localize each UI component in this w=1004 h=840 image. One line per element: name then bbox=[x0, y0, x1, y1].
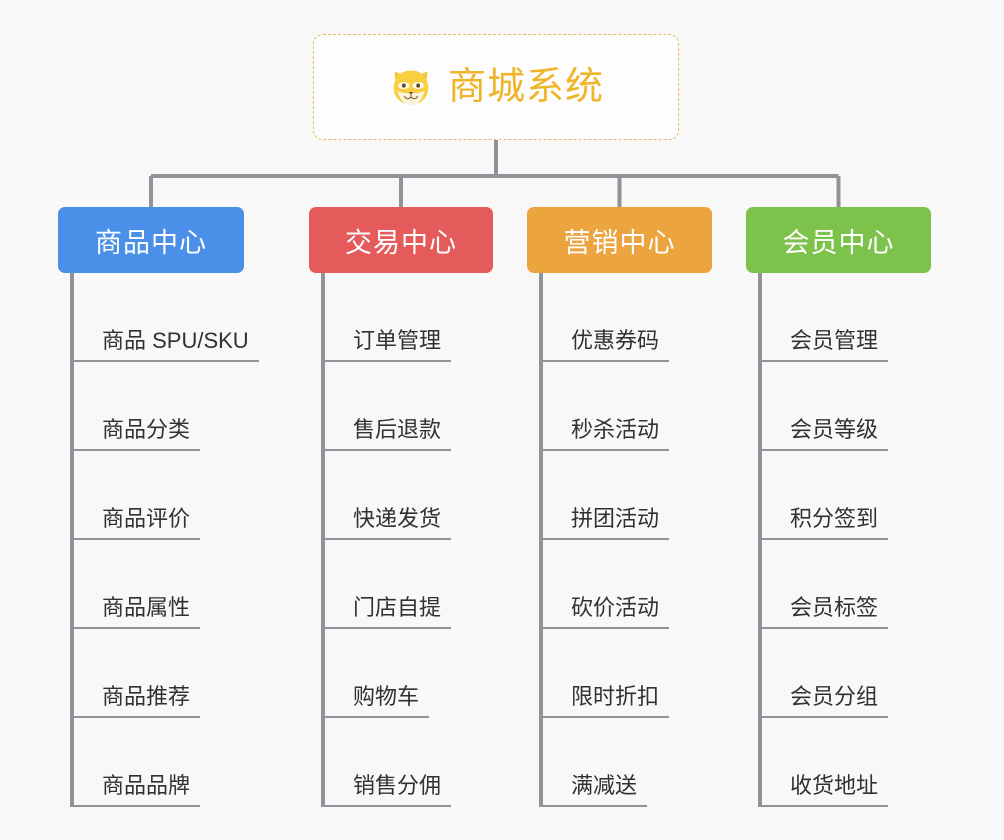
leaf-item-label: 销售分佣 bbox=[323, 775, 452, 807]
leaf-item[interactable]: 限时折扣 bbox=[541, 629, 670, 718]
category-box-trade-center[interactable]: 交易中心 bbox=[309, 207, 493, 273]
leaf-column-marketing-center: 优惠券码秒杀活动拼团活动砍价活动限时折扣满减送 bbox=[541, 273, 670, 807]
leaf-item-label: 拼团活动 bbox=[541, 508, 670, 540]
leaf-item[interactable]: 快递发货 bbox=[323, 451, 452, 540]
leaf-item[interactable]: 会员标签 bbox=[760, 540, 889, 629]
leaf-column-trade-center: 订单管理售后退款快递发货门店自提购物车销售分佣 bbox=[323, 273, 452, 807]
leaf-item-label: 会员管理 bbox=[760, 330, 889, 362]
leaf-item-label: 购物车 bbox=[323, 686, 430, 718]
leaf-item-label: 会员等级 bbox=[760, 419, 889, 451]
leaf-item-label: 积分签到 bbox=[760, 508, 889, 540]
category-label: 交易中心 bbox=[345, 227, 457, 258]
leaf-item[interactable]: 销售分佣 bbox=[323, 718, 452, 807]
leaf-item[interactable]: 商品属性 bbox=[72, 540, 259, 629]
leaf-item-label: 收货地址 bbox=[760, 775, 889, 807]
leaf-item[interactable]: 积分签到 bbox=[760, 451, 889, 540]
category-label: 商品中心 bbox=[95, 227, 207, 258]
category-label: 会员中心 bbox=[782, 227, 895, 258]
leaf-item[interactable]: 商品分类 bbox=[72, 362, 259, 451]
category-box-product-center[interactable]: 商品中心 bbox=[58, 207, 244, 273]
category-label: 营销中心 bbox=[563, 227, 676, 258]
leaf-item[interactable]: 售后退款 bbox=[323, 362, 452, 451]
leaf-item-label: 商品品牌 bbox=[72, 775, 201, 807]
leaf-item[interactable]: 会员等级 bbox=[760, 362, 889, 451]
leaf-item[interactable]: 优惠券码 bbox=[541, 273, 670, 362]
leaf-item-label: 售后退款 bbox=[323, 419, 452, 451]
leaf-item-label: 满减送 bbox=[541, 775, 648, 807]
leaf-item[interactable]: 砍价活动 bbox=[541, 540, 670, 629]
leaf-item[interactable]: 门店自提 bbox=[323, 540, 452, 629]
leaf-item[interactable]: 商品推荐 bbox=[72, 629, 259, 718]
leaf-item[interactable]: 商品评价 bbox=[72, 451, 259, 540]
leaf-item[interactable]: 商品品牌 bbox=[72, 718, 259, 807]
leaf-item-label: 商品 SPU/SKU bbox=[72, 330, 259, 362]
root-node-title: 商城系统 bbox=[447, 66, 604, 108]
leaf-item-label: 砍价活动 bbox=[541, 597, 670, 629]
category-box-marketing-center[interactable]: 营销中心 bbox=[527, 207, 712, 273]
leaf-item-label: 会员标签 bbox=[760, 597, 889, 629]
leaf-item-label: 会员分组 bbox=[760, 686, 889, 718]
leaf-item[interactable]: 会员管理 bbox=[760, 273, 889, 362]
leaf-item-label: 快递发货 bbox=[323, 508, 452, 540]
leaf-item[interactable]: 秒杀活动 bbox=[541, 362, 670, 451]
shiba-dog-emoji bbox=[393, 70, 429, 105]
leaf-item-label: 商品分类 bbox=[72, 419, 201, 451]
category-box-member-center[interactable]: 会员中心 bbox=[746, 207, 931, 273]
leaf-column-member-center: 会员管理会员等级积分签到会员标签会员分组收货地址 bbox=[760, 273, 889, 807]
leaf-item[interactable]: 满减送 bbox=[541, 718, 669, 807]
leaf-item-label: 限时折扣 bbox=[541, 686, 670, 718]
leaf-item-label: 商品推荐 bbox=[72, 686, 201, 718]
leaf-item[interactable]: 购物车 bbox=[323, 629, 451, 718]
leaf-item[interactable]: 会员分组 bbox=[760, 629, 889, 718]
leaf-item[interactable]: 商品 SPU/SKU bbox=[72, 273, 259, 362]
root-node-shop-system[interactable]: 商城系统 bbox=[313, 34, 679, 140]
leaf-item-label: 秒杀活动 bbox=[541, 419, 670, 451]
leaf-item-label: 订单管理 bbox=[323, 330, 452, 362]
leaf-item-label: 优惠券码 bbox=[541, 330, 670, 362]
leaf-item[interactable]: 拼团活动 bbox=[541, 451, 670, 540]
leaf-item[interactable]: 订单管理 bbox=[323, 273, 452, 362]
leaf-item-label: 商品评价 bbox=[72, 508, 201, 540]
leaf-column-product-center: 商品 SPU/SKU 商品分类商品评价商品属性商品推荐商品品牌 bbox=[72, 273, 259, 807]
leaf-item-label: 门店自提 bbox=[323, 597, 452, 629]
leaf-item-label: 商品属性 bbox=[72, 597, 201, 629]
leaf-item[interactable]: 收货地址 bbox=[760, 718, 889, 807]
